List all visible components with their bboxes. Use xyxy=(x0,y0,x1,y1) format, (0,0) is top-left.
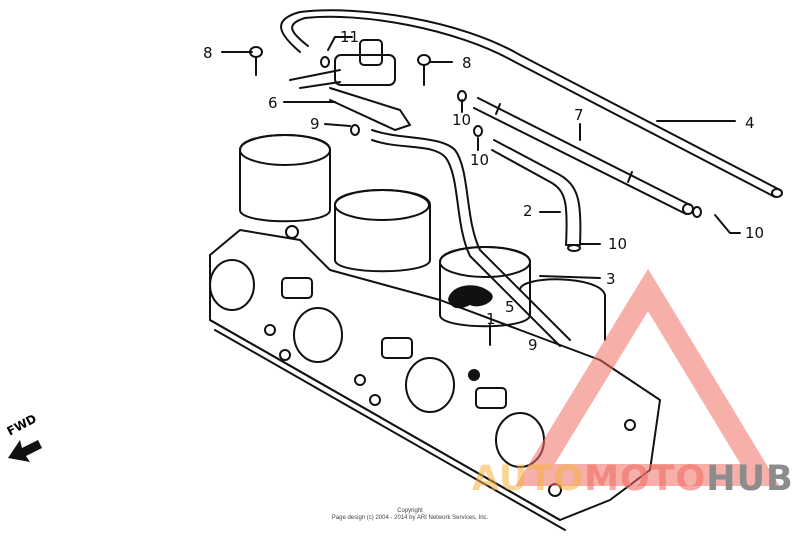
callout-2-hose: 2 xyxy=(523,202,533,220)
watermark-hub: HUB xyxy=(706,459,794,499)
callout-5: 5 xyxy=(505,298,515,316)
callout-10-b: 10 xyxy=(470,151,490,169)
watermark-auto: AUTO xyxy=(472,459,585,499)
callout-6-fuel-valve: 6 xyxy=(268,94,278,112)
copyright-line1: Copyright xyxy=(397,508,423,514)
callout-1: 1 xyxy=(486,310,496,328)
callout-9-lower: 9 xyxy=(528,336,538,354)
watermark-moto: MOTO xyxy=(584,459,707,499)
watermark-logo: AUTOMOTOHUB xyxy=(472,462,794,497)
callout-8-bolt-left: 8 xyxy=(203,44,213,62)
callout-10-d: 10 xyxy=(745,224,765,242)
callout-9-upper: 9 xyxy=(310,115,320,133)
callout-10-c: 10 xyxy=(608,235,628,253)
callout-3-overflow-hose: 3 xyxy=(606,270,616,288)
callout-4-hose: 4 xyxy=(745,114,755,132)
watermark-triangle xyxy=(515,268,780,486)
callout-8-bolt-right: 8 xyxy=(462,54,472,72)
copyright-notice: Copyright Page design (c) 2004 - 2014 by… xyxy=(300,508,520,522)
callout-11: 11 xyxy=(340,28,360,46)
callout-10-a: 10 xyxy=(452,111,472,129)
arrow-down-left-icon xyxy=(8,440,42,462)
copyright-line2: Page design (c) 2004 - 2014 by ARI Netwo… xyxy=(331,515,489,521)
callout-7-hose: 7 xyxy=(574,106,584,124)
